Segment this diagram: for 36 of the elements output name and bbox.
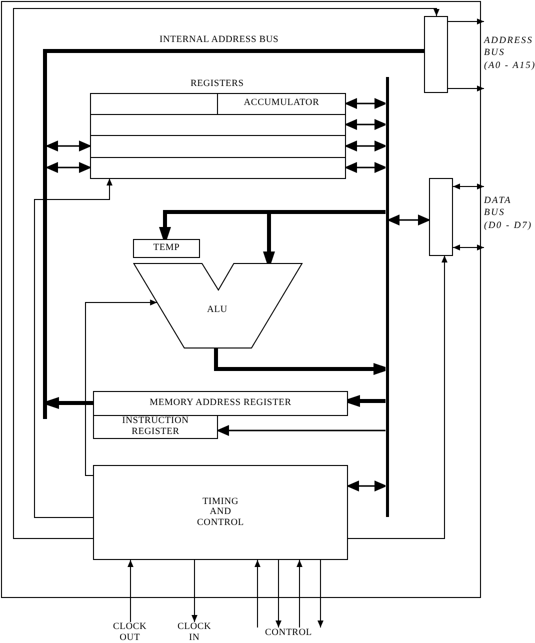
signal-label: CLOCK IN xyxy=(178,622,212,643)
accumulator-register: ACCUMULATOR xyxy=(217,92,346,114)
arrow xyxy=(296,560,302,628)
control-unit-block: TIMING AND CONTROL xyxy=(93,464,348,560)
buffer-box xyxy=(424,16,448,93)
memory-address-register: MEMORY ADDRESS REGISTER xyxy=(93,390,348,416)
bus-label: DATA BUS (D0 - D7) xyxy=(484,194,532,232)
chip-outline xyxy=(1,1,481,598)
arrow xyxy=(448,86,484,92)
register-row xyxy=(90,114,346,136)
alu-label: ALU xyxy=(207,304,228,315)
double-arrow xyxy=(452,244,484,250)
arrow xyxy=(34,178,112,518)
arrow xyxy=(192,560,198,622)
register-row xyxy=(90,92,218,114)
temp-register: TEMP xyxy=(133,239,200,258)
signal-label: CONTROL xyxy=(265,628,312,638)
register-row xyxy=(90,156,346,178)
buffer-box xyxy=(429,178,453,256)
arrow xyxy=(13,8,440,539)
bus-line xyxy=(386,77,388,517)
arrow xyxy=(254,560,260,628)
alu-block xyxy=(133,263,303,349)
double-arrow xyxy=(452,184,484,190)
instruction-register: INSTRUCTION REGISTER xyxy=(93,414,218,439)
edge-label: INTERNAL ADDRESS BUS xyxy=(160,34,279,45)
arrow xyxy=(318,560,324,628)
arrow xyxy=(85,300,158,476)
signal-label: CLOCK OUT xyxy=(113,622,147,643)
block-title: REGISTERS xyxy=(190,79,244,90)
connector-line xyxy=(47,49,424,53)
arrow xyxy=(348,255,448,539)
register-row xyxy=(90,134,346,158)
arrow xyxy=(128,560,134,622)
arrow xyxy=(448,18,484,24)
arrow xyxy=(276,560,282,628)
